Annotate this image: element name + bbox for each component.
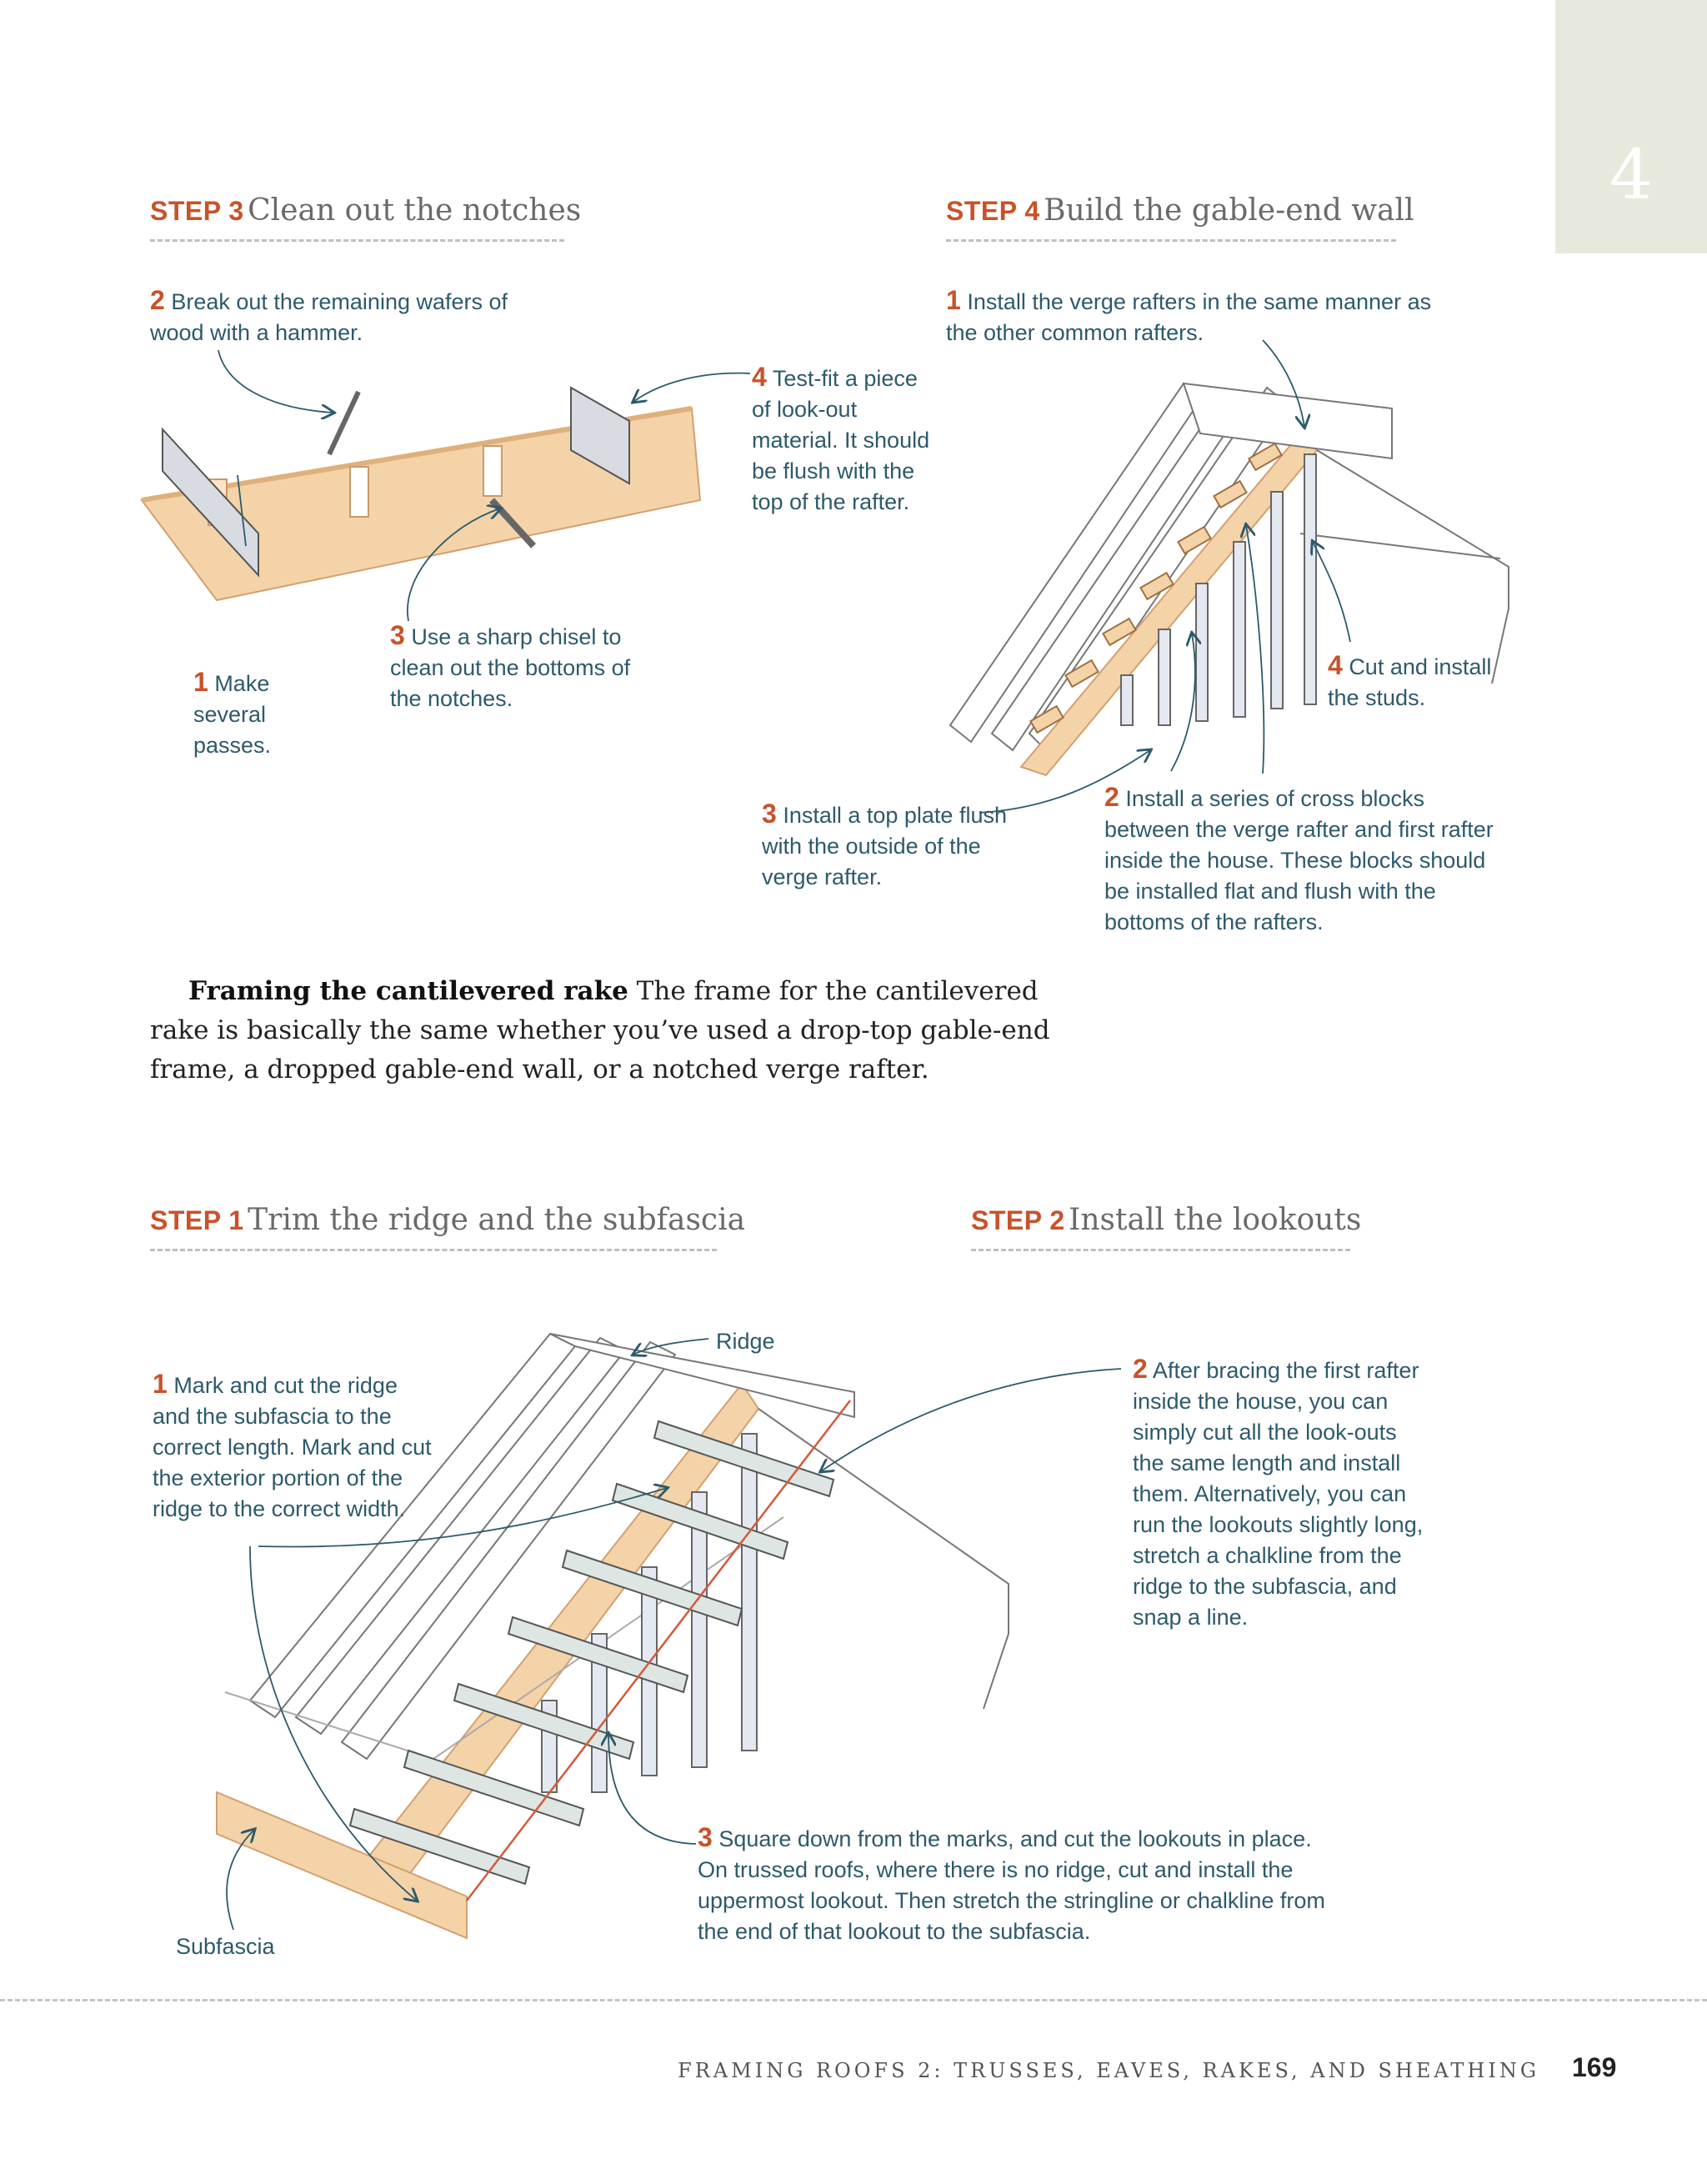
- callout-number: 1: [193, 667, 208, 697]
- step4-callout-1: 1 Install the verge rafters in the same …: [946, 285, 1454, 348]
- step-title: Clean out the notches: [248, 193, 581, 228]
- subfascia-label: Subfascia: [176, 1934, 275, 1960]
- callout-text: After bracing the first rafter inside th…: [1133, 1358, 1423, 1630]
- step-title: Install the lookouts: [1069, 1203, 1361, 1237]
- step4-callout-4: 4 Cut and install the studs.: [1328, 650, 1519, 714]
- step4-heading: STEP 4 Build the gable-end wall: [946, 193, 1396, 242]
- step-number: STEP 2: [971, 1205, 1065, 1235]
- callout-number: 2: [1104, 782, 1119, 812]
- running-head: FRAMING ROOFS 2: TRUSSES, EAVES, RAKES, …: [678, 2059, 1539, 2082]
- callout-text: Install a series of cross blocks between…: [1104, 786, 1494, 934]
- callout-number: 4: [752, 362, 767, 392]
- callout-number: 2: [1133, 1354, 1148, 1384]
- step3-heading: STEP 3 Clean out the notches: [150, 193, 564, 242]
- callout-number: 1: [153, 1369, 168, 1399]
- callout-text: Install the verge rafters in the same ma…: [946, 289, 1431, 345]
- step1-callout-1: 1 Mark and cut the ridge and the subfasc…: [153, 1369, 436, 1525]
- step1-heading: STEP 1 Trim the ridge and the subfascia: [150, 1203, 717, 1251]
- step2-callout-3: 3 Square down from the marks, and cut th…: [698, 1822, 1339, 1947]
- step3-callout-1: 1 Make several passes.: [193, 667, 302, 761]
- callout-text: Mark and cut the ridge and the subfascia…: [153, 1373, 432, 1521]
- callout-number: 3: [698, 1822, 713, 1852]
- step4-gable-illustration: [950, 340, 1509, 813]
- ridge-label: Ridge: [716, 1329, 775, 1355]
- callout-number: 3: [390, 620, 405, 650]
- step-number: STEP 1: [150, 1205, 244, 1235]
- step2-callout-2: 2 After bracing the first rafter inside …: [1133, 1354, 1433, 1633]
- callout-text: Square down from the marks, and cut the …: [698, 1826, 1325, 1944]
- step-number: STEP 3: [150, 196, 244, 226]
- page-number: 169: [1572, 2052, 1616, 2083]
- callout-text: Use a sharp chisel to clean out the bott…: [390, 624, 630, 711]
- step3-rafter-illustration: [142, 350, 750, 621]
- paragraph-lead: Framing the cantilevered rake: [188, 976, 628, 1006]
- callout-number: 3: [762, 799, 777, 829]
- step4-callout-2: 2 Install a series of cross blocks betwe…: [1104, 782, 1504, 938]
- step3-callout-4: 4 Test-fit a piece of look-out material.…: [752, 362, 935, 518]
- callout-text: Install a top plate flush with the outsi…: [762, 803, 1007, 889]
- step4-callout-3: 3 Install a top plate flush with the out…: [762, 799, 1037, 893]
- callout-text: Cut and install the studs.: [1328, 654, 1491, 710]
- step-title: Trim the ridge and the subfascia: [248, 1203, 745, 1237]
- body-paragraph: Framing the cantilevered rake The frame …: [150, 972, 1050, 1089]
- step2-heading: STEP 2 Install the lookouts: [971, 1203, 1350, 1251]
- callout-number: 1: [946, 285, 961, 315]
- step-title: Build the gable-end wall: [1044, 193, 1414, 228]
- callout-number: 2: [150, 285, 165, 315]
- callout-number: 4: [1328, 650, 1343, 680]
- callout-text: Break out the remaining wafers of wood w…: [150, 289, 508, 345]
- footer-divider: [0, 1999, 1707, 2001]
- step3-callout-2: 2 Break out the remaining wafers of wood…: [150, 285, 533, 348]
- callout-text: Test-fit a piece of look-out material. I…: [752, 366, 929, 514]
- step3-callout-3: 3 Use a sharp chisel to clean out the bo…: [390, 620, 665, 714]
- step-number: STEP 4: [946, 196, 1040, 226]
